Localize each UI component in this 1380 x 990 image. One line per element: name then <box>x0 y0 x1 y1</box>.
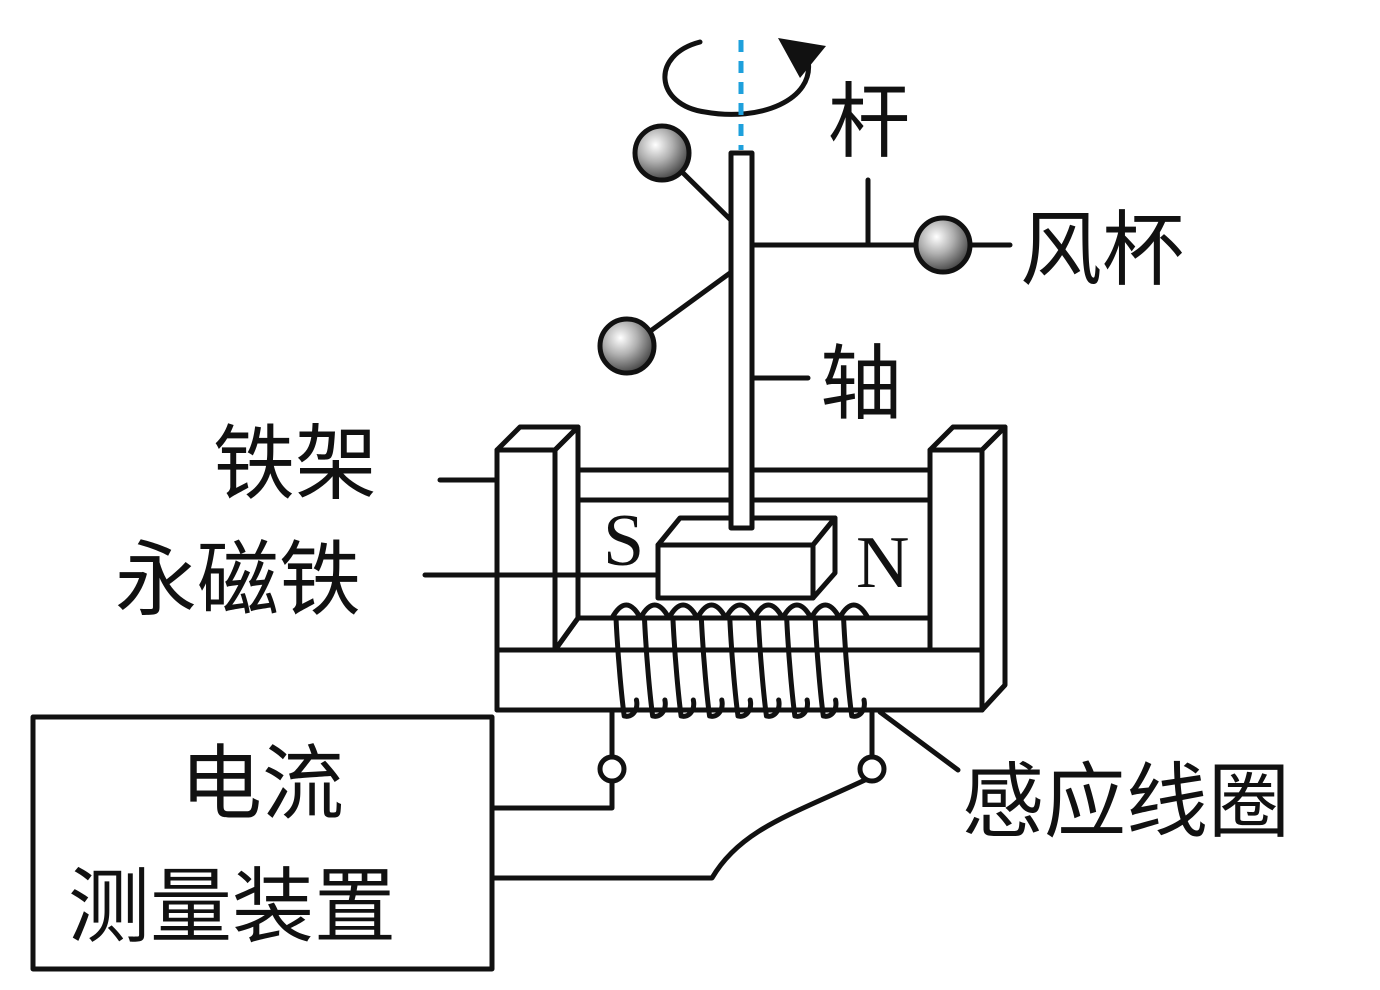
cup-arm-lower-left <box>642 262 744 338</box>
frame-left-post-side <box>552 424 581 653</box>
wind-cup-label: 风杯 <box>1020 203 1184 298</box>
iron-frame-label: 铁架 <box>213 417 377 512</box>
terminal-left <box>597 754 627 784</box>
wind-cup-right <box>913 215 973 275</box>
frame-right-post-side <box>979 424 1008 713</box>
shaft <box>728 150 755 531</box>
current-meter-box <box>30 714 495 972</box>
terminal-right <box>857 754 887 784</box>
coil-turn-front <box>784 615 810 719</box>
wind-cup-upper-left <box>632 123 692 183</box>
coil-turn-top <box>751 602 786 621</box>
coil-turn-top <box>808 602 843 621</box>
coil-turn-top <box>780 602 814 621</box>
coil-turn-top <box>694 602 729 621</box>
permanent-magnet <box>655 515 838 601</box>
induction-coil <box>609 602 871 719</box>
meter-label-line1: 电流 <box>180 737 344 832</box>
coil-turn-front <box>698 615 725 719</box>
induction-coil-label: 感应线圈 <box>962 755 1290 850</box>
wire-lower <box>489 777 868 881</box>
south-pole-label: S <box>603 500 644 582</box>
coil-turn-front <box>841 615 867 719</box>
coil-turn-top <box>609 602 643 621</box>
arrowhead-icon <box>778 38 826 78</box>
coil-turn-top <box>837 602 871 621</box>
permanent-magnet-label: 永磁铁 <box>115 533 361 628</box>
frame-floor <box>552 615 933 653</box>
wire-upper <box>489 778 615 811</box>
coil-turn-front <box>613 615 640 719</box>
frame-base <box>494 647 985 713</box>
coil-turn-front <box>641 615 668 719</box>
coil-turn-front <box>727 615 754 719</box>
coil-turn-top <box>723 602 757 621</box>
coil-turn-front <box>812 615 839 719</box>
coil-leader-line <box>877 709 961 773</box>
magnet-front <box>655 542 816 601</box>
coil-turn-front <box>755 615 782 719</box>
rod-label: 杆 <box>828 75 910 170</box>
coil-turn-top <box>666 602 700 621</box>
rotation-arrow <box>662 38 826 117</box>
north-pole-label: N <box>856 522 909 604</box>
coil-turn-top <box>637 602 672 621</box>
wind-cup-lower-left <box>597 316 657 376</box>
shaft-label: 轴 <box>820 337 902 432</box>
coil-turn-front <box>670 615 697 719</box>
meter-label-line2: 测量装置 <box>68 860 396 955</box>
